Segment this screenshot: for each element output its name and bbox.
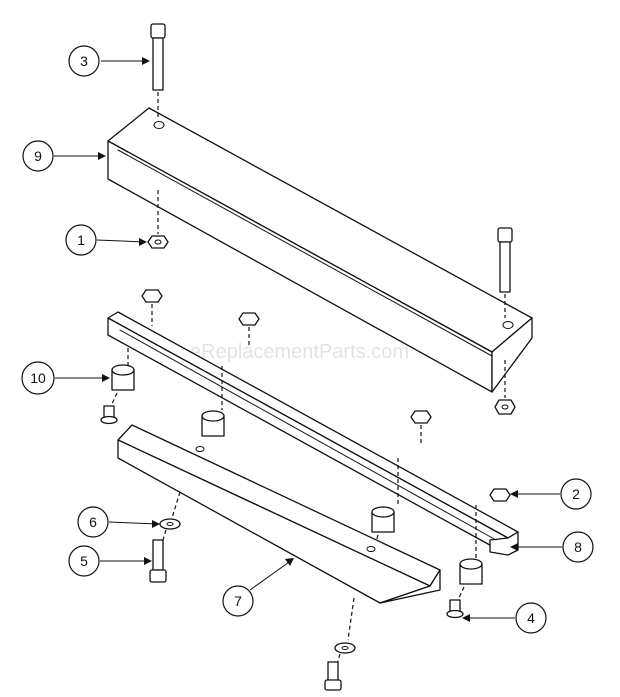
watermark-text: eReplacementParts.com <box>190 341 409 363</box>
part-9-angle-bracket <box>107 107 533 393</box>
part-5-bolt-left <box>149 529 167 583</box>
callout-3-label: 3 <box>80 53 88 69</box>
part-4-bolt-a <box>100 405 118 425</box>
callout-5-label: 5 <box>80 553 88 569</box>
part-10-spacer-c <box>371 506 395 549</box>
callout-8: 8 <box>510 531 594 563</box>
part-4-bolt-b <box>446 599 464 619</box>
part-7-pad <box>117 424 441 604</box>
callout-1: 1 <box>65 224 147 256</box>
callout-6: 6 <box>77 506 160 538</box>
part-2-flange-nut-b <box>238 312 260 345</box>
part-10-spacer-a <box>110 364 135 407</box>
part-2-flange-nut-d <box>489 488 511 502</box>
callout-1-label: 1 <box>77 232 85 248</box>
part-10-spacer-d <box>457 558 483 601</box>
callout-6-label: 6 <box>89 514 97 530</box>
part-6-washer-left <box>159 491 181 530</box>
part-2-flange-nut-c <box>410 410 432 445</box>
callout-8-label: 8 <box>574 539 582 555</box>
part-3-bolt-right <box>497 227 513 318</box>
part-5-bolt-bottom <box>324 653 342 691</box>
callout-5: 5 <box>68 545 152 577</box>
callout-4-label: 4 <box>527 610 535 626</box>
callout-2: 2 <box>510 478 592 510</box>
part-3-bolt-left <box>150 23 166 120</box>
callout-3: 3 <box>68 45 150 77</box>
callout-9: 9 <box>22 140 106 172</box>
callout-9-label: 9 <box>34 148 42 164</box>
callout-7-label: 7 <box>234 593 242 609</box>
callout-10-label: 10 <box>30 370 46 386</box>
part-1-nut-right <box>494 360 516 415</box>
callout-10: 10 <box>21 361 110 395</box>
callout-7: 7 <box>222 558 294 617</box>
part-1-nut-left <box>147 190 169 249</box>
callout-4: 4 <box>462 602 547 634</box>
part-10-spacer-b <box>201 410 225 437</box>
part-6-washer-bottom <box>334 597 356 654</box>
callout-2-label: 2 <box>572 486 580 502</box>
part-8-channel <box>107 311 519 556</box>
part-2-flange-nut-a <box>141 289 163 326</box>
